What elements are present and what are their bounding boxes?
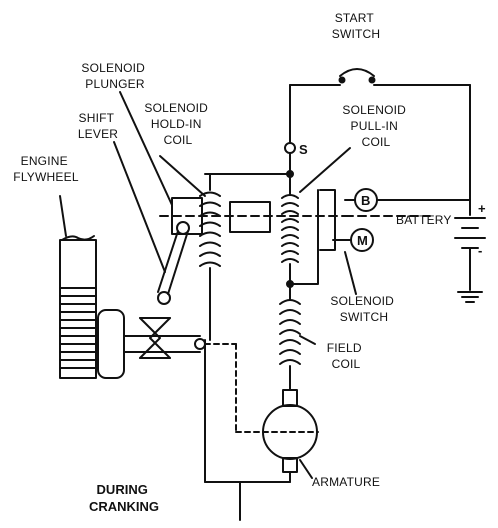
label-start-switch: START SWITCH bbox=[332, 11, 381, 41]
label-solenoid-plunger: SOLENOID PLUNGER bbox=[81, 61, 148, 91]
plunger-leader bbox=[119, 91, 173, 206]
label-hold-in-coil: SOLENOID HOLD-IN COIL bbox=[144, 101, 211, 147]
label-pull-in-coil: SOLENOID PULL-IN COIL bbox=[342, 103, 409, 149]
label-shift-lever: SHIFT LEVER bbox=[78, 111, 118, 141]
label-battery-plus: + bbox=[478, 201, 486, 216]
field-coil bbox=[279, 286, 301, 391]
shift-lever-leader bbox=[113, 141, 166, 273]
shift-lever bbox=[157, 221, 190, 305]
start-switch bbox=[289, 68, 471, 86]
battery bbox=[454, 84, 486, 303]
label-field-coil: FIELD COIL bbox=[327, 341, 366, 371]
flywheel-leader bbox=[59, 195, 67, 237]
pull-in-coil bbox=[281, 173, 299, 283]
pull-in-leader bbox=[299, 147, 351, 193]
label-terminal-s: S bbox=[299, 142, 308, 157]
label-terminal-b: B bbox=[361, 193, 370, 208]
label-solenoid-switch: SOLENOID SWITCH bbox=[330, 294, 397, 324]
drive-pinion bbox=[97, 309, 237, 433]
label-battery: BATTERY bbox=[396, 213, 452, 227]
s-terminal bbox=[284, 142, 296, 154]
field-coil-leader bbox=[299, 335, 316, 345]
label-during-cranking: DURING CRANKING bbox=[89, 482, 159, 514]
hold-in-leader bbox=[159, 155, 206, 197]
engine-flywheel bbox=[59, 235, 97, 379]
hold-in-coil bbox=[199, 173, 221, 483]
label-engine-flywheel: ENGINE FLYWHEEL bbox=[13, 154, 79, 184]
solenoid-switch-leader bbox=[344, 251, 357, 295]
solenoid-contact-disc bbox=[319, 189, 336, 251]
armature-leader bbox=[299, 459, 313, 479]
m-to-field-wire bbox=[289, 249, 319, 285]
label-battery-minus: - bbox=[478, 243, 482, 258]
label-terminal-m: M bbox=[357, 233, 368, 248]
label-armature: ARMATURE bbox=[312, 475, 380, 489]
